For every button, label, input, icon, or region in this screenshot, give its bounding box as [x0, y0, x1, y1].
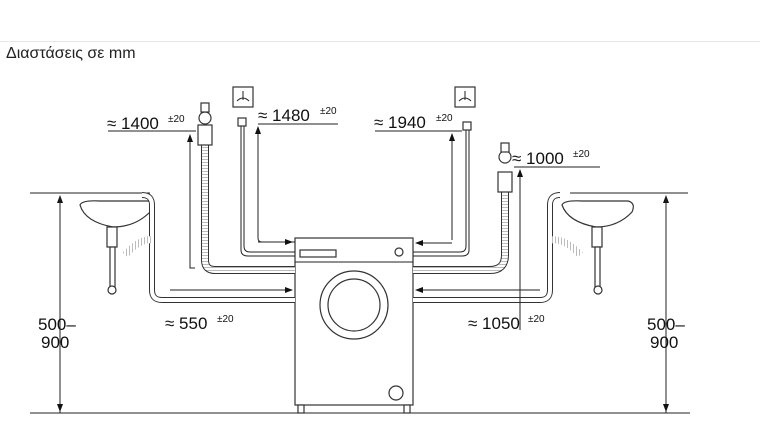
- power-right-tolerance: ±20: [436, 113, 453, 124]
- page-title: Διαστάσεις σε mm: [6, 45, 136, 62]
- right-plug-icon: [462, 121, 472, 131]
- inlet-right-tolerance: ±20: [573, 149, 590, 160]
- right-water-tap-icon: [497, 142, 513, 193]
- pump-cover: [388, 385, 404, 401]
- left-power-cord: [243, 126, 295, 253]
- left-sink-icon: [79, 200, 154, 295]
- power-left-tolerance: ±20: [320, 106, 337, 117]
- height-right-line2: 900: [650, 333, 678, 352]
- top-divider: [0, 41, 760, 42]
- left-plug-icon: [237, 117, 247, 127]
- drain-left-tolerance: ±20: [217, 314, 234, 325]
- inlet-left-tolerance: ±20: [168, 114, 185, 125]
- right-power-cord: [413, 130, 467, 253]
- drain-right-tolerance: ±20: [528, 314, 545, 325]
- inlet-left-dimension: ≈ 1400: [107, 114, 159, 133]
- right-socket-icon: [454, 86, 476, 108]
- washing-machine: [294, 237, 414, 414]
- left-socket-icon: [232, 86, 254, 108]
- inlet-right-dimension: ≈ 1000: [512, 149, 564, 168]
- power-right-dimension: ≈ 1940: [374, 113, 426, 132]
- drain-left-dimension: ≈ 550: [165, 314, 207, 333]
- drain-right-dimension: ≈ 1050: [468, 314, 520, 333]
- power-left-dimension: ≈ 1480: [258, 106, 310, 125]
- left-water-tap-icon: [197, 102, 213, 146]
- display-panel: [299, 249, 337, 258]
- program-knob: [394, 247, 404, 257]
- door-inner: [327, 278, 381, 332]
- height-left-line2: 900: [41, 333, 69, 352]
- right-sink-icon: [561, 200, 634, 295]
- height-left-line1: 500–: [38, 315, 76, 334]
- height-right-line1: 500–: [647, 315, 685, 334]
